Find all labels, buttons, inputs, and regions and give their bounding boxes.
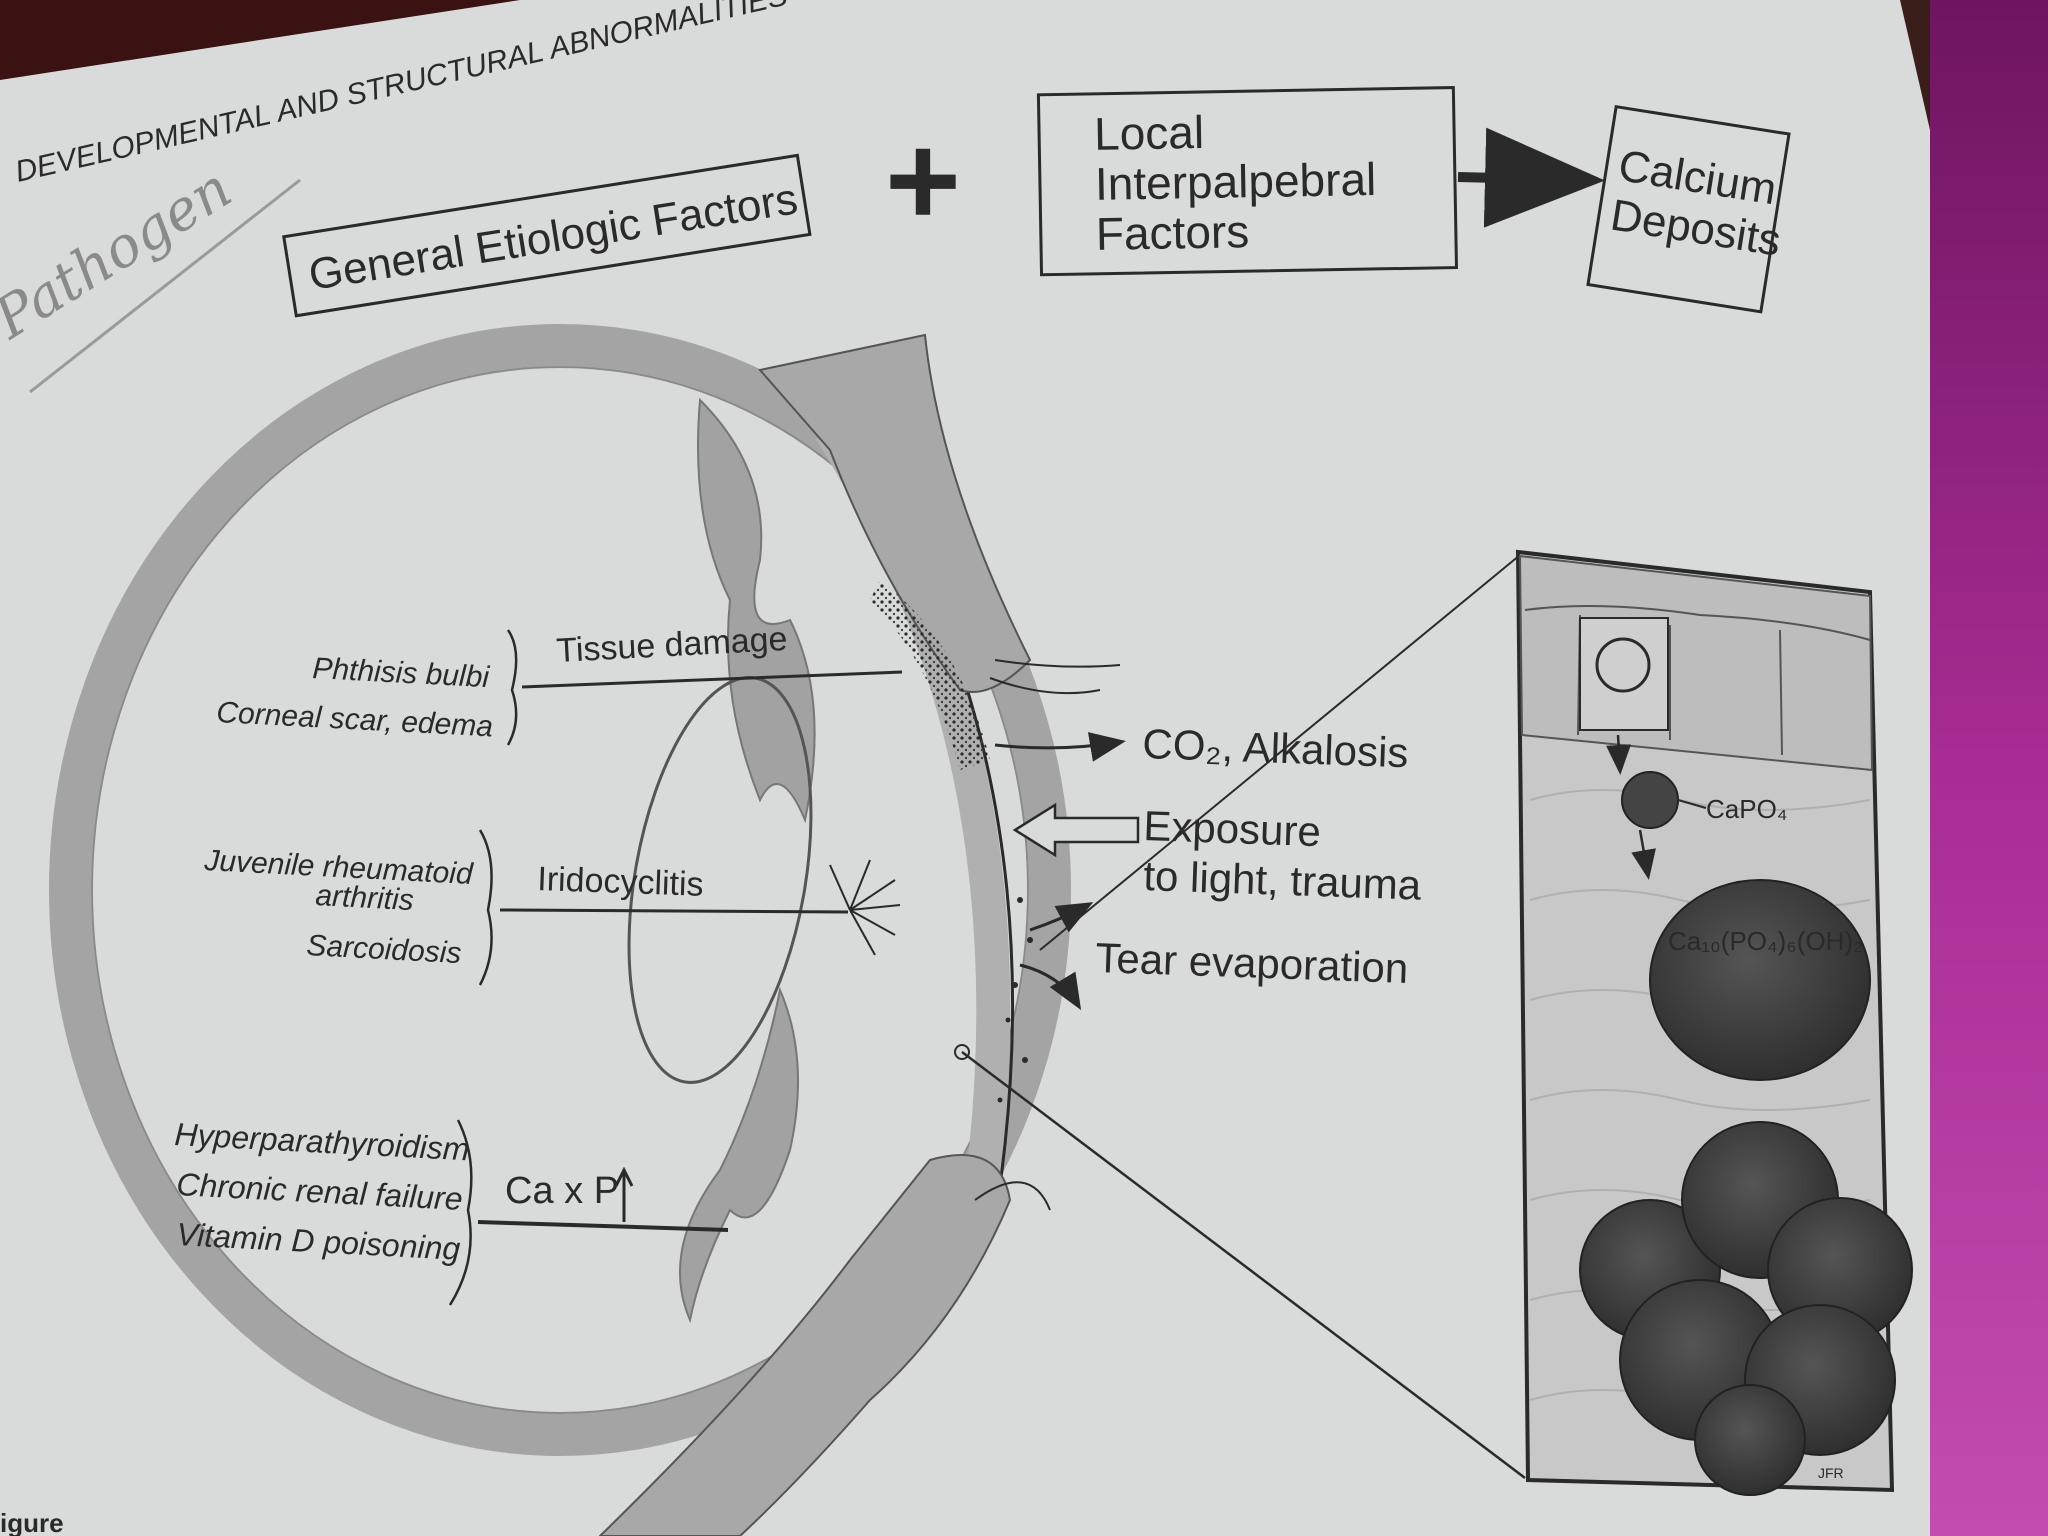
local-factors-line-1: Local xyxy=(1094,106,1205,160)
small-particle-leader xyxy=(1677,799,1707,809)
small-calcium-phosphate-particle xyxy=(1621,771,1679,829)
illustrator-initials: JFR xyxy=(1818,1465,1844,1481)
calcium-aggregate xyxy=(1579,1121,1913,1496)
lower-eyelid xyxy=(598,1154,1012,1536)
brace-iridocyclitis xyxy=(478,829,493,986)
local-factors-line-2: Interpalpebral xyxy=(1095,153,1377,210)
local-factor-labels: CO₂, Alkalosis Exposure to light, trauma… xyxy=(994,720,1423,1011)
inset-guide-bottom xyxy=(961,1051,1526,1479)
brace-ca-x-p xyxy=(448,1119,473,1306)
up-arrow-icon xyxy=(614,1166,634,1222)
deposit-focus-point xyxy=(954,1044,970,1060)
arrow-tear-evaporation-2 xyxy=(1019,963,1082,1011)
source-cell xyxy=(1579,617,1669,731)
hydroxyapatite-crystal xyxy=(1649,879,1871,1081)
pointer-ca-x-p xyxy=(477,1220,729,1232)
lower-iris xyxy=(679,986,799,1324)
mechanism-ca-x-p: Ca x P xyxy=(505,1170,619,1212)
local-factors-line-3: Factors xyxy=(1095,205,1249,260)
brace-tissue-damage xyxy=(506,629,518,746)
inset-guide-top xyxy=(1039,554,1521,951)
cell-nucleus xyxy=(1595,637,1651,693)
magnified-inset: CaPO₄ Ca₁₀(PO₄)₆(OH)₂ JFR xyxy=(961,549,1913,1496)
upper-iris xyxy=(697,397,816,824)
mechanism-iridocyclitis: Iridocyclitis xyxy=(537,860,704,904)
label-tear-evaporation: Tear evaporation xyxy=(1095,934,1409,992)
lower-eyelashes xyxy=(974,1181,1051,1211)
label-exposure-line-2: to light, trauma xyxy=(1143,852,1423,909)
plus-sign: + xyxy=(885,107,961,253)
tear-film-marks xyxy=(997,897,1033,1103)
sclera xyxy=(49,324,1071,1456)
upper-eyelid xyxy=(758,333,1032,693)
hollow-arrow-exposure xyxy=(1012,802,1140,858)
sclera-inner-edge xyxy=(91,366,1029,1414)
iridocyclitis-group: Juvenile rheumatoid arthritis Sarcoidosi… xyxy=(203,829,849,986)
label-hydroxyapatite: Ca₁₀(PO₄)₆(OH)₂ xyxy=(1668,926,1863,956)
arrow-co2 xyxy=(994,732,1126,762)
upper-eyelashes xyxy=(989,659,1121,695)
pointer-tissue-damage xyxy=(521,670,903,689)
pencil-stroke xyxy=(29,178,301,394)
label-exposure-line-1: Exposure xyxy=(1143,802,1322,855)
label-co2-alkalosis: CO₂, Alkalosis xyxy=(1142,720,1410,776)
calcium-phosphate-group: Hyperparathyroidism Chronic renal failur… xyxy=(174,1116,729,1306)
cause-arthritis: arthritis xyxy=(315,879,415,917)
local-factors-box: Local Interpalpebral Factors xyxy=(1036,86,1459,277)
magenta-border xyxy=(1930,0,2048,1536)
calcium-band-stipple xyxy=(870,580,990,770)
calcium-deposits-box: Calcium Deposits xyxy=(1586,104,1791,314)
inset-arrow-2 xyxy=(1631,829,1656,880)
inset-arrow-1 xyxy=(1606,734,1632,775)
inflammation-burst xyxy=(829,859,901,956)
eye-cross-section xyxy=(49,324,1121,1536)
pointer-iridocyclitis xyxy=(499,908,849,914)
arrow-tear-evaporation-1 xyxy=(1029,902,1094,933)
cause-sarcoidosis: Sarcoidosis xyxy=(306,929,463,970)
figure-caption-fragment: igure xyxy=(0,1508,64,1536)
flow-arrow xyxy=(1457,127,1605,228)
label-capo4: CaPO₄ xyxy=(1706,794,1787,824)
